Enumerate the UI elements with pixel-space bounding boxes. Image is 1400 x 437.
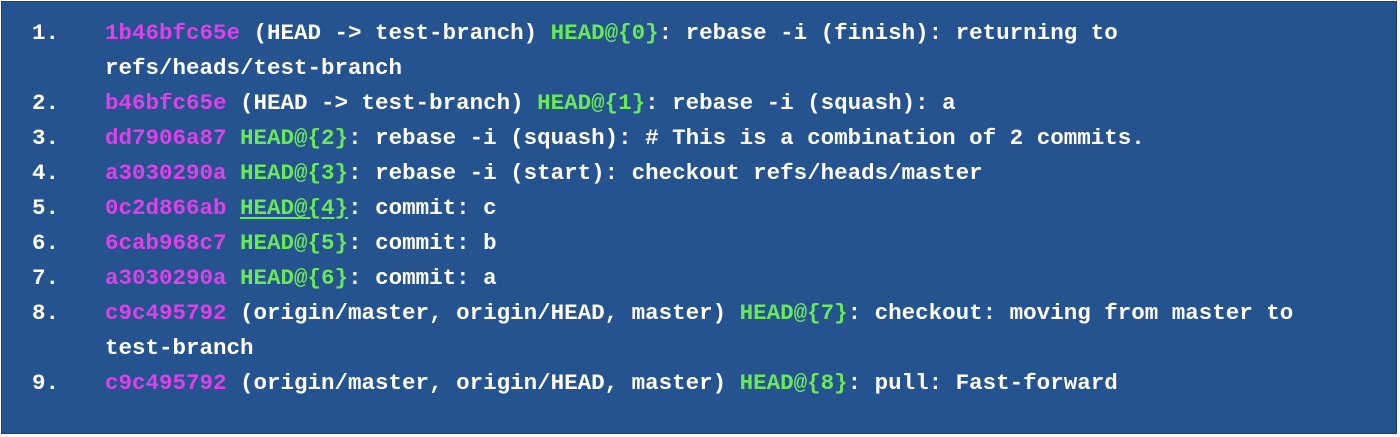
reflog-message: : commit: c — [348, 195, 497, 221]
reflog-entry-8: 8. c9c495792 (origin/master, origin/HEAD,… — [2, 296, 1396, 366]
reflog-selector: HEAD@{5} — [240, 230, 349, 256]
reflog-selector: HEAD@{6} — [240, 265, 349, 291]
commit-hash: a3030290a — [105, 160, 227, 186]
reflog-message: : rebase -i (squash): # This is a combin… — [348, 125, 1145, 151]
reflog-entry-1: 1. 1b46bfc65e (HEAD -> test-branch) HEAD@… — [2, 16, 1396, 86]
ref-decoration — [227, 265, 241, 291]
entry-number: 9. — [32, 370, 60, 396]
commit-hash: c9c495792 — [105, 370, 227, 396]
commit-hash: b46bfc65e — [105, 90, 227, 116]
reflog-entry-3: 3. dd7906a87 HEAD@{2}: rebase -i (squash)… — [2, 121, 1396, 156]
ref-decoration: (origin/master, origin/HEAD, master) — [226, 370, 740, 396]
commit-hash: a3030290a — [105, 265, 227, 291]
ref-decoration: (HEAD -> test-branch) — [240, 20, 551, 46]
commit-hash: 1b46bfc65e — [105, 20, 241, 46]
entry-number: 6. — [32, 230, 60, 256]
reflog-entry-2: 2. b46bfc65e (HEAD -> test-branch) HEAD@{… — [2, 86, 1396, 121]
reflog-entry-9: 9. c9c495792 (origin/master, origin/HEAD,… — [2, 366, 1396, 401]
entry-number: 4. — [32, 160, 60, 186]
entry-number: 7. — [32, 265, 60, 291]
reflog-message: : commit: a — [348, 265, 497, 291]
entry-number: 1. — [32, 20, 60, 46]
commit-hash: 6cab968c7 — [105, 230, 227, 256]
reflog-entry-5: 5. 0c2d866ab HEAD@{4}: commit: c — [2, 191, 1396, 226]
ref-decoration: (origin/master, origin/HEAD, master) — [226, 300, 740, 326]
reflog-message: : rebase -i (squash): a — [645, 90, 956, 116]
ref-decoration: (HEAD -> test-branch) — [226, 90, 538, 116]
reflog-selector: HEAD@{7} — [739, 300, 848, 326]
reflog-selector-link[interactable]: HEAD@{4} — [240, 195, 349, 221]
commit-hash: dd7906a87 — [105, 125, 227, 151]
entry-number: 8. — [32, 300, 60, 326]
reflog-entry-7: 7. a3030290a HEAD@{6}: commit: a — [2, 261, 1396, 296]
reflog-list: 1. 1b46bfc65e (HEAD -> test-branch) HEAD@… — [2, 16, 1396, 401]
ref-decoration — [227, 160, 241, 186]
commit-hash: c9c495792 — [105, 300, 227, 326]
ref-decoration — [227, 125, 241, 151]
reflog-message: : rebase -i (finish): returning to refs/… — [105, 20, 1118, 81]
reflog-selector: HEAD@{8} — [739, 370, 848, 396]
ref-decoration — [227, 195, 241, 221]
reflog-message: : checkout: moving from master to test-b… — [105, 300, 1294, 361]
entry-number: 5. — [32, 195, 60, 221]
commit-hash: 0c2d866ab — [105, 195, 227, 221]
reflog-selector: HEAD@{0} — [550, 20, 659, 46]
reflog-message: : commit: b — [348, 230, 497, 256]
reflog-message: : rebase -i (start): checkout refs/heads… — [348, 160, 983, 186]
reflog-message: : pull: Fast-forward — [847, 370, 1118, 396]
reflog-selector: HEAD@{2} — [240, 125, 349, 151]
entry-number: 2. — [32, 90, 60, 116]
reflog-entry-4: 4. a3030290a HEAD@{3}: rebase -i (start):… — [2, 156, 1396, 191]
ref-decoration — [227, 230, 241, 256]
entry-number: 3. — [32, 125, 60, 151]
reflog-selector: HEAD@{3} — [240, 160, 349, 186]
reflog-entry-6: 6. 6cab968c7 HEAD@{5}: commit: b — [2, 226, 1396, 261]
reflog-selector: HEAD@{1} — [537, 90, 646, 116]
